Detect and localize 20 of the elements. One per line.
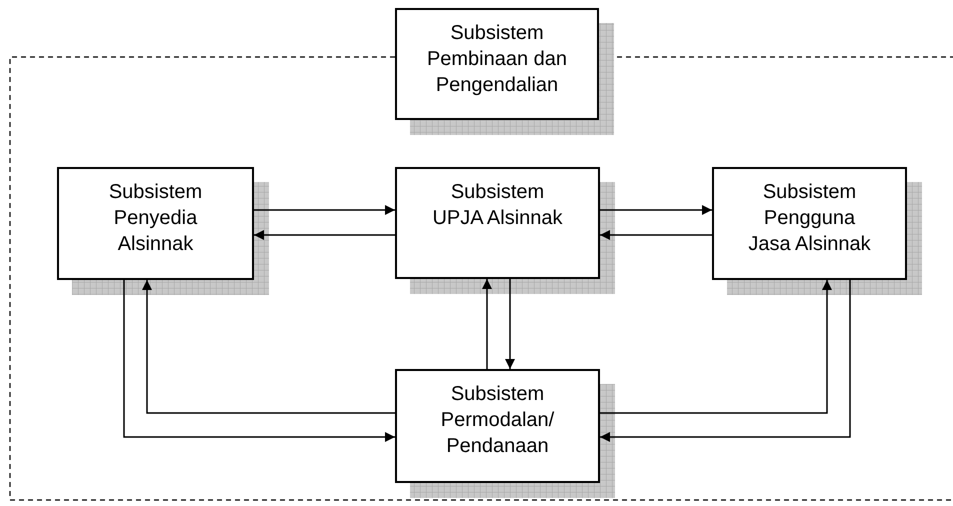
arrow	[254, 230, 395, 240]
box-label: Subsistem Penyedia Alsinnak	[108, 180, 204, 257]
arrow	[482, 279, 492, 369]
subsystem-box	[395, 8, 599, 120]
box-label: Subsistem Pengguna Jasa Alsinnak	[747, 180, 872, 257]
arrow	[123, 280, 395, 442]
box-label: Subsistem UPJA Alsinnak	[431, 180, 564, 231]
subsystem-box	[57, 167, 254, 280]
arrow	[600, 230, 712, 240]
arrow	[600, 280, 832, 414]
subsystem-box	[395, 369, 600, 483]
subsystem-box	[395, 167, 600, 279]
arrow	[254, 205, 395, 215]
arrow	[600, 280, 851, 442]
box-label: Subsistem Pembinaan dan Pengendalian	[426, 21, 568, 98]
subsystem-box	[712, 167, 907, 280]
arrow	[142, 280, 395, 414]
box-label: Subsistem Permodalan/ Pendanaan	[440, 382, 556, 459]
arrow	[505, 279, 515, 369]
arrow	[600, 205, 712, 215]
